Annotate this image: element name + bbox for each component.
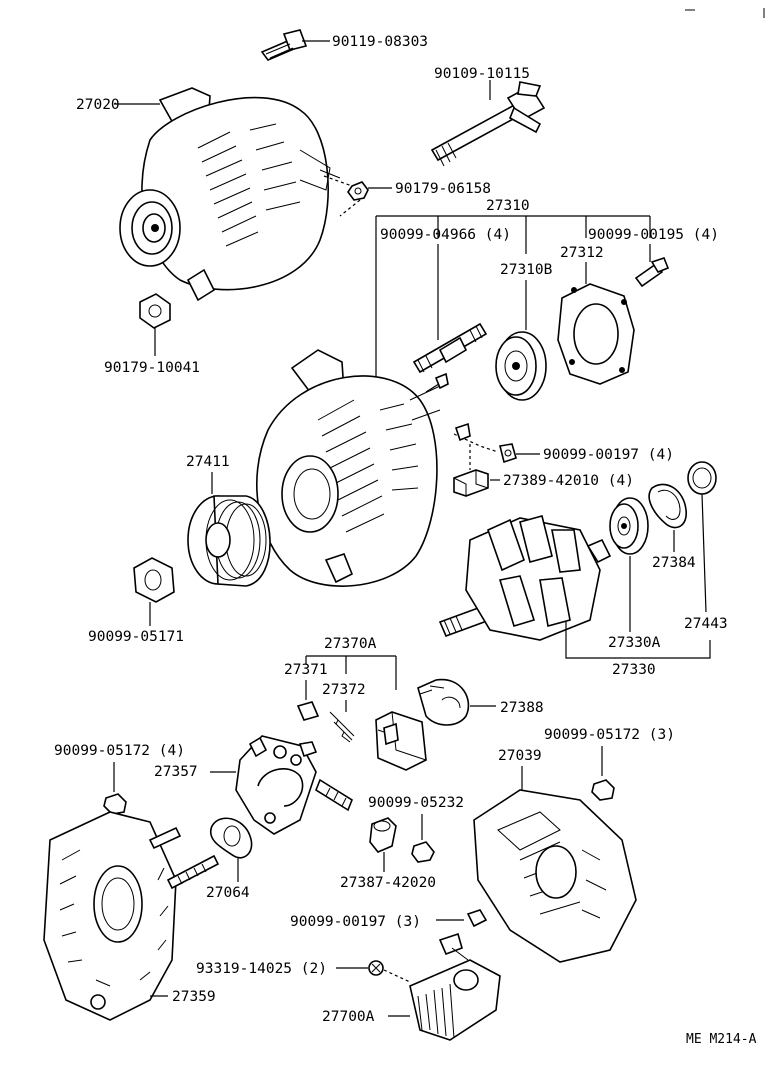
label-27388: 27388 (500, 700, 544, 716)
rear-cover-27039 (473, 789, 637, 963)
nut-90099-05171 (133, 557, 175, 603)
label-90099-04966: 90099-04966 (4) (380, 227, 511, 243)
label-27357: 27357 (154, 764, 198, 780)
label-27020: 27020 (76, 97, 120, 113)
label-27371: 27371 (284, 662, 328, 678)
label-27387-42020: 27387-42020 (340, 875, 436, 891)
diagram-code: ME M214-A (686, 1032, 757, 1047)
nut-90179-10041 (139, 293, 171, 329)
label-27443: 27443 (684, 616, 728, 632)
label-90099-00197-4: 90099-00197 (4) (543, 447, 674, 463)
through-bolt-90109-10115 (430, 81, 546, 167)
label-27384: 27384 (652, 555, 696, 571)
regulator-27700A (409, 932, 501, 1041)
nut-90179-06158 (347, 181, 369, 201)
brush-holder-27370A (375, 711, 427, 771)
rear-end-frame-27359 (43, 811, 220, 1021)
screw-90099-00195 (634, 257, 670, 288)
label-90099-05172-3: 90099-05172 (3) (544, 727, 675, 743)
screw-90099-00197-lower (466, 909, 488, 928)
insulator-27387 (369, 817, 397, 853)
label-90119-08303: 90119-08303 (332, 34, 428, 50)
bolt-90119-08303 (260, 29, 308, 61)
label-90099-00195: 90099-00195 (4) (588, 227, 719, 243)
insulator-27389 (453, 469, 489, 497)
retainer-plate-27312 (557, 283, 635, 385)
label-90179-06158: 90179-06158 (395, 181, 491, 197)
rectifier-27357 (235, 735, 353, 835)
label-27310B: 27310B (500, 262, 553, 278)
bearing-27330A (609, 497, 649, 555)
cover-27388 (417, 678, 470, 726)
label-90179-10041: 90179-10041 (104, 360, 200, 376)
screw-93319-14025 (368, 960, 384, 976)
label-27700A: 27700A (322, 1009, 375, 1025)
label-27039: 27039 (498, 748, 542, 764)
label-93319-14025: 93319-14025 (2) (196, 961, 327, 977)
nut-90099-05172-left (103, 793, 127, 815)
nut-90099-05172-right (591, 779, 615, 801)
drive-end-frame (256, 349, 441, 587)
brush-27371 (296, 701, 320, 721)
label-90099-05171: 90099-05171 (88, 629, 184, 645)
label-27330: 27330 (612, 662, 656, 678)
insulator-27064 (209, 817, 253, 859)
screw-90099-00197-upper (499, 443, 517, 464)
rotor-27330 (438, 515, 612, 641)
label-27312: 27312 (560, 245, 604, 261)
label-27389-42010: 27389-42010 (4) (503, 473, 634, 489)
label-27370A: 27370A (324, 636, 377, 652)
terminal-tab (434, 372, 449, 390)
label-27411: 27411 (186, 454, 230, 470)
label-90099-05232: 90099-05232 (368, 795, 464, 811)
ring-27443 (687, 461, 717, 495)
label-27330A: 27330A (608, 635, 661, 651)
label-27372: 27372 (322, 682, 366, 698)
label-90099-00197-3: 90099-00197 (3) (290, 914, 421, 930)
spring-27372 (329, 711, 355, 743)
nut-90099-05232 (411, 841, 435, 863)
stud-90099-04966 (412, 322, 488, 374)
alternator-assembly-27020 (119, 87, 341, 302)
tab-terminal-2 (454, 422, 471, 442)
label-27359: 27359 (172, 989, 216, 1005)
pulley-27411 (187, 495, 271, 587)
label-27064: 27064 (206, 885, 250, 901)
label-90109-10115: 90109-10115 (434, 66, 530, 82)
bearing-27310B (495, 331, 547, 401)
label-27310: 27310 (486, 198, 530, 214)
label-90099-05172-4: 90099-05172 (4) (54, 743, 185, 759)
cover-27384 (648, 483, 687, 529)
corner-mark (685, 8, 765, 18)
